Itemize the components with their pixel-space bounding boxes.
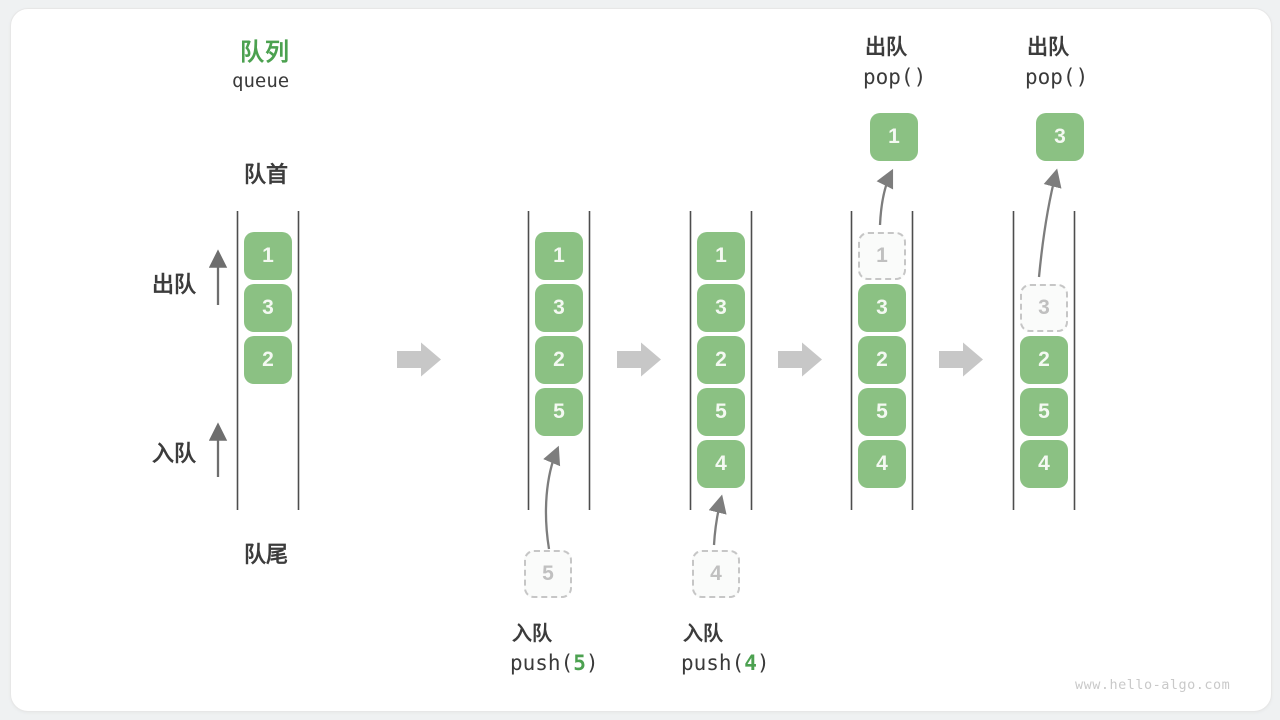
queue3-cell: 3 [697,284,745,332]
label-enqueue-side: 入队 [152,441,197,466]
push4-arg: 4 [744,651,757,675]
pop1-label: 出队 [865,36,907,59]
step-arrow-icon [397,342,983,377]
queue2-cell: 3 [535,284,583,332]
queue4-cell: 2 [858,336,906,384]
push4-fn-open: push( [681,651,745,675]
queue4-popped-cell: 1 [870,113,918,161]
queue4-cell: 5 [858,388,906,436]
pop1-arrow [876,168,894,226]
pop1-code: pop() [863,65,927,89]
push4-arrow [708,494,727,546]
push5-arg: 5 [573,651,586,675]
label-queue-rear: 队尾 [244,542,289,567]
pop3-arrow [1037,168,1062,278]
push5-code: push(5) [510,651,599,675]
queue4-cell: 4 [858,440,906,488]
queue3-cell: 5 [697,388,745,436]
page-subtitle: queue [232,70,290,92]
queue5-removed-ghost-cell: 3 [1020,284,1068,332]
pop2-code: pop() [1025,65,1089,89]
label-dequeue-side: 出队 [152,272,197,297]
label-queue-front: 队首 [244,162,289,187]
queue2-incoming-ghost-cell: 5 [524,550,572,598]
push4-label: 入队 [683,623,723,645]
queue5-cell: 5 [1020,388,1068,436]
queue3-incoming-ghost-cell: 4 [692,550,740,598]
watermark: www.hello-algo.com [1075,677,1231,693]
queue3-cell: 2 [697,336,745,384]
queue5-cell: 2 [1020,336,1068,384]
queue1-cell: 1 [244,232,292,280]
queue3-cell: 4 [697,440,745,488]
queue1-cell: 2 [244,336,292,384]
push4-code: push(4) [681,651,770,675]
queue4-removed-ghost-cell: 1 [858,232,906,280]
queue2-cell: 5 [535,388,583,436]
queue5-popped-cell: 3 [1036,113,1084,161]
queue4-cell: 3 [858,284,906,332]
push5-label: 入队 [512,623,552,645]
queue-walls [236,211,1076,510]
queue1-cell: 3 [244,284,292,332]
pop2-label: 出队 [1027,36,1069,59]
push4-fn-close: ) [756,651,770,675]
queue2-cell: 1 [535,232,583,280]
push5-arrow [543,445,561,550]
queue3-cell: 1 [697,232,745,280]
push5-fn-open: push( [510,651,574,675]
queue5-cell: 4 [1020,440,1068,488]
page-title: 队列 [240,39,290,66]
queue2-cell: 2 [535,336,583,384]
push5-fn-close: ) [585,651,599,675]
